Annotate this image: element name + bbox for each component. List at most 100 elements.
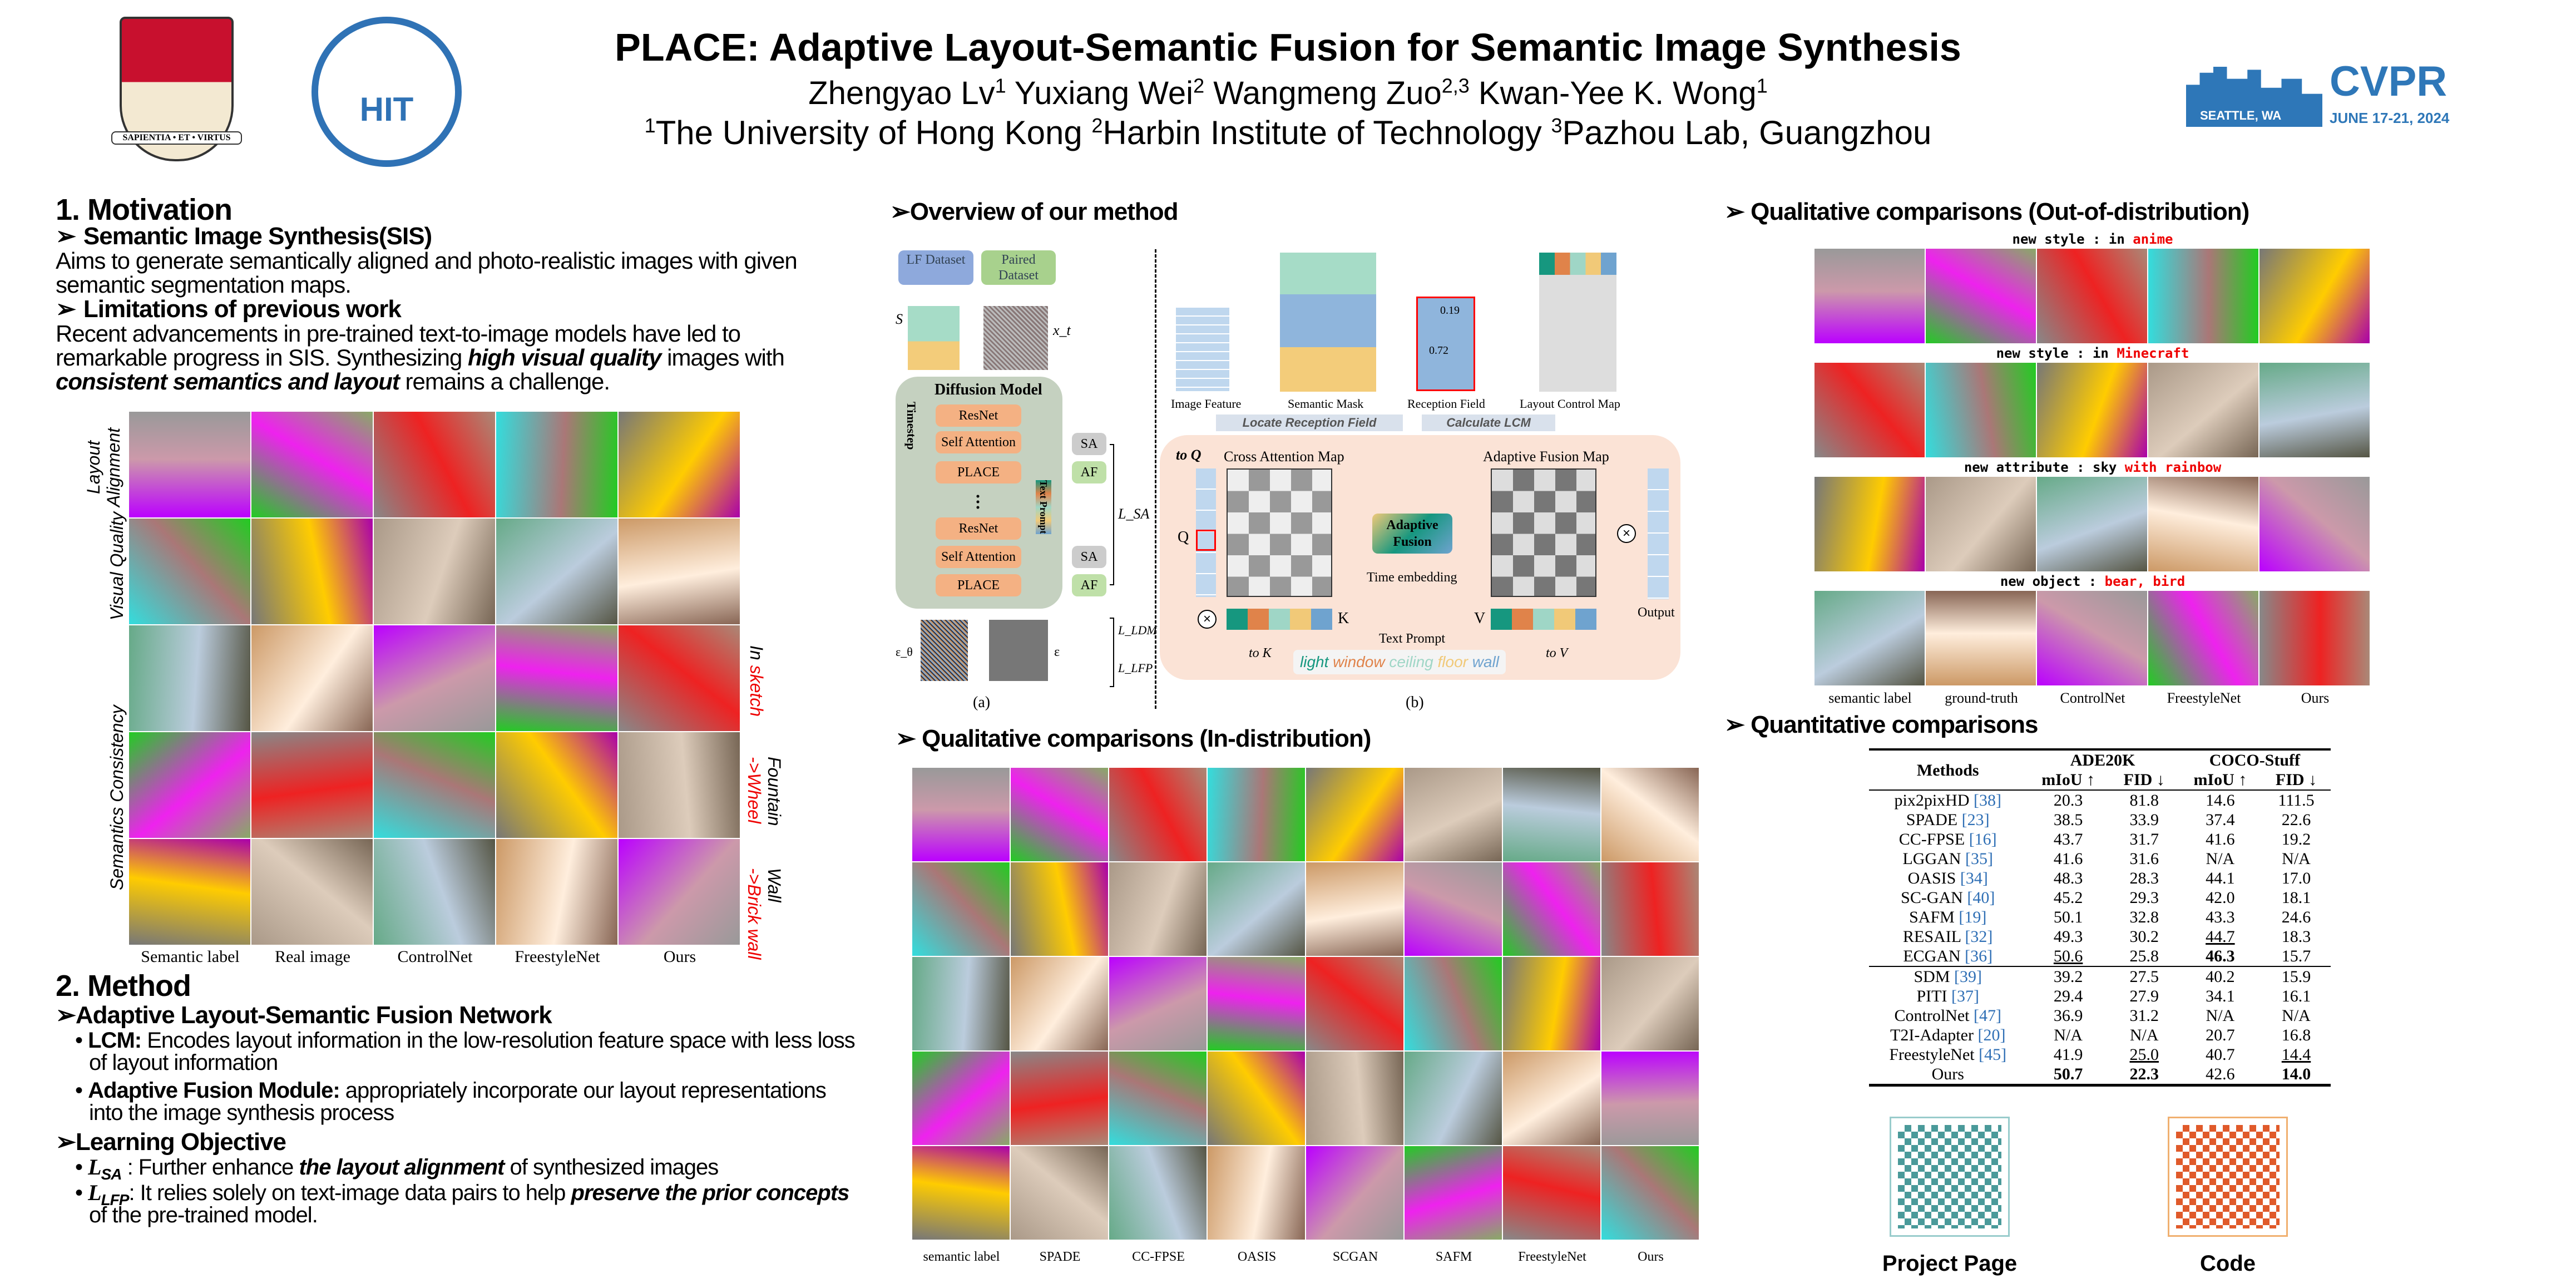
multiply-icon bbox=[1617, 524, 1636, 543]
ood-row-caption: new object : bear, bird bbox=[2000, 574, 2186, 589]
grid-image bbox=[912, 768, 1010, 861]
affiliations: 1The University of Hong Kong 2Harbin Ins… bbox=[644, 114, 1932, 151]
sa-bracket bbox=[1110, 444, 1114, 585]
grid-image bbox=[1208, 862, 1305, 956]
grid-image bbox=[496, 839, 617, 945]
image-feature bbox=[1176, 308, 1229, 391]
cvpr-name: CVPR bbox=[2330, 58, 2448, 105]
method-diagram: LF Dataset Paired Dataset S x_t Diffusio… bbox=[896, 234, 1730, 723]
grid-image bbox=[1011, 1146, 1108, 1240]
grid-image bbox=[619, 412, 740, 517]
side-note-fountain: Fountain ->Wheel bbox=[744, 757, 784, 826]
grid-image bbox=[1601, 1146, 1699, 1240]
motivation-section: 1. Motivation ➢Semantic Image Synthesis(… bbox=[56, 195, 846, 393]
grid-image bbox=[374, 519, 495, 624]
grid-image bbox=[2037, 477, 2147, 571]
column-label: FreestyleNet bbox=[515, 948, 600, 966]
grid-image bbox=[374, 839, 495, 945]
grid-image bbox=[1601, 768, 1699, 861]
grid-image bbox=[2037, 591, 2147, 685]
grid-image bbox=[1306, 1146, 1403, 1240]
attention-panel: to Q Q Cross Attention Map Adaptive Fusi… bbox=[1160, 435, 1680, 680]
grid-image bbox=[1601, 1052, 1699, 1145]
hku-logo-motto: SAPIENTIA • ET • VIRTUS bbox=[111, 131, 242, 145]
arrow-bullet-icon: ➢ bbox=[1724, 198, 1745, 225]
ellipsis-icon bbox=[976, 494, 980, 510]
grid-image bbox=[1601, 957, 1699, 1050]
grid-image bbox=[2259, 477, 2370, 571]
arrow-bullet-icon: ➢ bbox=[1724, 711, 1745, 738]
row-label-visual: Visual Quality bbox=[107, 511, 127, 620]
grid-image bbox=[1306, 1052, 1403, 1145]
adaptive-fusion-map bbox=[1491, 468, 1596, 597]
paired-dataset: Paired Dataset bbox=[981, 250, 1056, 285]
grid-image bbox=[1503, 1052, 1600, 1145]
l-ldm-label: L_LDM bbox=[1118, 623, 1157, 637]
grid-image bbox=[1011, 862, 1108, 956]
hit-logo-text: HIT bbox=[359, 91, 414, 128]
column-label: CC-FPSE bbox=[1132, 1250, 1185, 1264]
column-label: Ours bbox=[663, 948, 696, 966]
grid-image bbox=[251, 519, 373, 624]
grid-image bbox=[1109, 862, 1207, 956]
grid-image bbox=[1208, 957, 1305, 1050]
arrow-bullet-icon: ➢ bbox=[56, 1128, 76, 1156]
side-note-sketch: In sketch bbox=[746, 645, 767, 717]
l-sa-label: L_SA bbox=[1118, 506, 1150, 522]
grid-image bbox=[496, 625, 617, 731]
grid-image bbox=[2148, 477, 2258, 571]
grid-image bbox=[1109, 768, 1207, 861]
grid-image bbox=[251, 412, 373, 517]
arrow-bullet-icon: ➢ bbox=[56, 223, 76, 250]
method-section: 2. Method ➢Adaptive Layout-Semantic Fusi… bbox=[56, 971, 857, 1227]
eps-label: ε bbox=[1054, 645, 1060, 659]
grid-image bbox=[129, 839, 250, 945]
grid-image bbox=[1208, 768, 1305, 861]
column-label: Real image bbox=[275, 948, 350, 966]
objective-heading: Learning Objective bbox=[75, 1128, 286, 1156]
adaptive-fusion-block: Adaptive Fusion bbox=[1372, 514, 1452, 554]
project-page-qr[interactable] bbox=[1890, 1117, 2010, 1237]
grid-image bbox=[1601, 862, 1699, 956]
grid-image bbox=[1926, 591, 2036, 685]
arrow-bullet-icon: ➢ bbox=[896, 725, 916, 752]
cvpr-location: SEATTLE, WA bbox=[2200, 108, 2282, 122]
output-vector bbox=[1648, 468, 1669, 599]
grid-image bbox=[912, 1052, 1010, 1145]
grid-image bbox=[1503, 1146, 1600, 1240]
prompt-word: window bbox=[1333, 653, 1390, 670]
lsa-bullet: • LSA : Further enhance the layout align… bbox=[75, 1154, 719, 1183]
affiliation: The University of Hong Kong bbox=[655, 114, 1092, 151]
layout-control-map bbox=[1539, 253, 1616, 392]
grid-image bbox=[1926, 363, 2036, 457]
grid-image bbox=[129, 412, 250, 517]
sis-text: Aims to generate semantically aligned an… bbox=[56, 248, 798, 298]
noise bbox=[989, 620, 1048, 681]
grid-image bbox=[251, 839, 373, 945]
l-lfp-label: L_LFP bbox=[1118, 661, 1153, 675]
grid-image bbox=[374, 412, 495, 517]
ood-row-caption: new style : in Minecraft bbox=[1996, 346, 2189, 361]
in-distribution-image-grid bbox=[912, 768, 1702, 1246]
cross-attention-map bbox=[1227, 468, 1332, 597]
grid-image bbox=[1208, 1052, 1305, 1145]
code-qr[interactable] bbox=[2168, 1117, 2288, 1237]
row-label-layout: Layout Alignment bbox=[83, 427, 123, 507]
calc-arrow: Calculate LCM bbox=[1422, 414, 1555, 431]
text-prompt-words: light window ceiling floor wall bbox=[1293, 650, 1506, 674]
grid-image bbox=[912, 1146, 1010, 1240]
multiply-icon bbox=[1198, 610, 1217, 629]
author: Zhengyao Lv bbox=[808, 75, 995, 111]
column-label: OASIS bbox=[1237, 1250, 1277, 1264]
project-page-label: Project Page bbox=[1882, 1251, 2018, 1276]
grid-image bbox=[1306, 862, 1403, 956]
quant-heading: ➢ Quantitative comparisons bbox=[1724, 711, 2038, 738]
column-label: semantic label bbox=[923, 1250, 1000, 1264]
grid-image bbox=[1814, 249, 1925, 343]
grid-image bbox=[251, 732, 373, 838]
author: Wangmeng Zuo bbox=[1213, 75, 1442, 111]
eps-theta-label: ε_θ bbox=[896, 645, 913, 659]
